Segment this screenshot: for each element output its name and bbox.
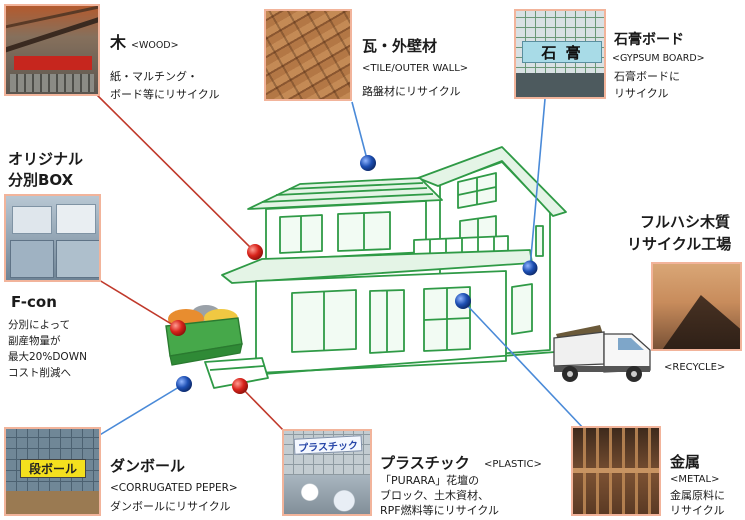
side-slit-window: [535, 225, 544, 257]
plastic-photo-pile: [284, 475, 370, 514]
gypsum-photo-stack: [516, 73, 604, 97]
wood-connector: [91, 89, 256, 253]
fcon-desc-1: 分別によって: [8, 319, 71, 331]
tile-desc-1: 路盤材にリサイクル: [362, 85, 461, 98]
wood-photo-frame: [10, 74, 94, 92]
factory-title-2: リサイクル工場: [627, 235, 732, 253]
tile-tag: <TILE/OUTER WALL>: [362, 63, 469, 74]
cardboard-photo: 段ボール: [4, 427, 101, 516]
sorting-box-marker: [170, 320, 186, 336]
factory-tag: <RECYCLE>: [664, 362, 726, 373]
gypsum-title: 石膏ボード: [614, 32, 684, 48]
factory-photo-chip-pile: [659, 295, 740, 349]
tile-connector: [351, 101, 369, 164]
plastic-desc-3: RPF燃料等にリサイクル: [380, 504, 500, 517]
fcon-desc-2: 副産物量が: [8, 335, 61, 347]
wood-desc-1: 紙・マルチング・: [110, 70, 198, 83]
cardboard-connector: [97, 383, 185, 437]
sorting-box-illustration: [165, 305, 269, 389]
connector-lines: [91, 89, 586, 437]
wood-photo-banner: [14, 56, 92, 70]
gypsum-tag: <GYPSUM BOARD>: [612, 53, 705, 64]
wood-title: 木: [110, 33, 127, 52]
plastic-marker: [232, 378, 248, 394]
box-photo-bin: [10, 240, 54, 278]
metal-marker: [455, 293, 471, 309]
truck-cargo: [553, 331, 605, 367]
side-window-lower: [511, 283, 533, 335]
plastic-desc-2: ブロック、土木資材、: [380, 489, 490, 502]
tile-marker: [360, 155, 376, 171]
tile-title: 瓦・外壁材: [362, 37, 438, 55]
wood-photo-beam: [6, 6, 98, 31]
wood-photo: [4, 4, 100, 96]
plastic-photo: プラスチック: [282, 429, 372, 516]
plastic-title: プラスチック: [380, 454, 470, 472]
truck-hub-rear: [567, 371, 573, 377]
truck-hub-front: [631, 371, 637, 377]
gypsum-desc-2: リサイクル: [614, 87, 669, 100]
location-markers: [170, 155, 538, 394]
wood-marker: [247, 244, 263, 260]
gypsum-desc-1: 石膏ボードに: [614, 70, 680, 83]
house-illustration: [221, 146, 567, 376]
cardboard-title: ダンボール: [110, 457, 186, 475]
box-photo-bin: [56, 204, 96, 234]
metal-title: 金属: [670, 453, 701, 471]
upper-roof-line: [275, 187, 428, 196]
fcon-desc-3: 最大20%DOWN: [8, 351, 87, 363]
sorting-box-connector: [98, 279, 179, 329]
recycle-truck-illustration: [553, 325, 651, 382]
cardboard-photo-sign: 段ボール: [20, 459, 86, 478]
metal-desc-1: 金属原料に: [670, 489, 725, 502]
white-bin-edge: [209, 365, 265, 371]
upper-roof-line: [288, 182, 424, 190]
metal-photo: [571, 426, 661, 516]
cardboard-photo-boxes: [6, 491, 99, 514]
fcon-desc-4: コスト削減へ: [8, 367, 71, 379]
plastic-connector: [239, 385, 286, 433]
recycle-factory-photo: [651, 262, 742, 351]
green-bin-front: [169, 343, 243, 366]
factory-title-1: フルハシ木質: [640, 213, 731, 231]
cardboard-marker: [176, 376, 192, 392]
truck-chassis: [554, 366, 650, 372]
gypsum-connector: [529, 98, 546, 269]
tile-photo: [264, 9, 352, 101]
house-gable-roof: [417, 146, 567, 217]
ground-window-right-transom: [423, 317, 471, 321]
upper-roof-line: [261, 193, 434, 203]
metal-connector: [462, 300, 586, 431]
wood-desc-2: ボード等にリサイクル: [110, 88, 220, 101]
metal-desc-2: リサイクル: [670, 504, 725, 517]
tile-photo-texture: [266, 11, 350, 99]
gypsum-photo-sign: 石 膏: [522, 41, 602, 63]
box-photo-bin: [12, 206, 52, 234]
plastic-tag: <PLASTIC>: [484, 459, 542, 470]
cardboard-tag: <CORRUGATED PEPER>: [110, 482, 238, 494]
truck-windshield: [618, 338, 644, 350]
house-base-line: [249, 351, 556, 376]
gypsum-marker: [522, 260, 538, 276]
fcon-title: F-con: [11, 293, 57, 311]
gable-window-upper-transom: [457, 186, 497, 196]
truck-cab: [603, 333, 651, 373]
metal-tag: <METAL>: [670, 474, 720, 485]
cardboard-desc-1: ダンボールにリサイクル: [110, 500, 231, 513]
sorting-box-title-1: オリジナル: [8, 150, 84, 168]
sorting-box-title-2: 分別BOX: [8, 171, 74, 189]
wood-tag: <WOOD>: [131, 40, 179, 51]
plastic-desc-1: 「PURARA」花壇の: [380, 474, 480, 487]
box-photo-bin: [56, 240, 99, 278]
white-bin: [204, 357, 269, 389]
sorting-box-photo: [4, 194, 101, 282]
gypsum-photo: 石 膏: [514, 9, 606, 99]
metal-photo-crossbar: [573, 468, 659, 473]
